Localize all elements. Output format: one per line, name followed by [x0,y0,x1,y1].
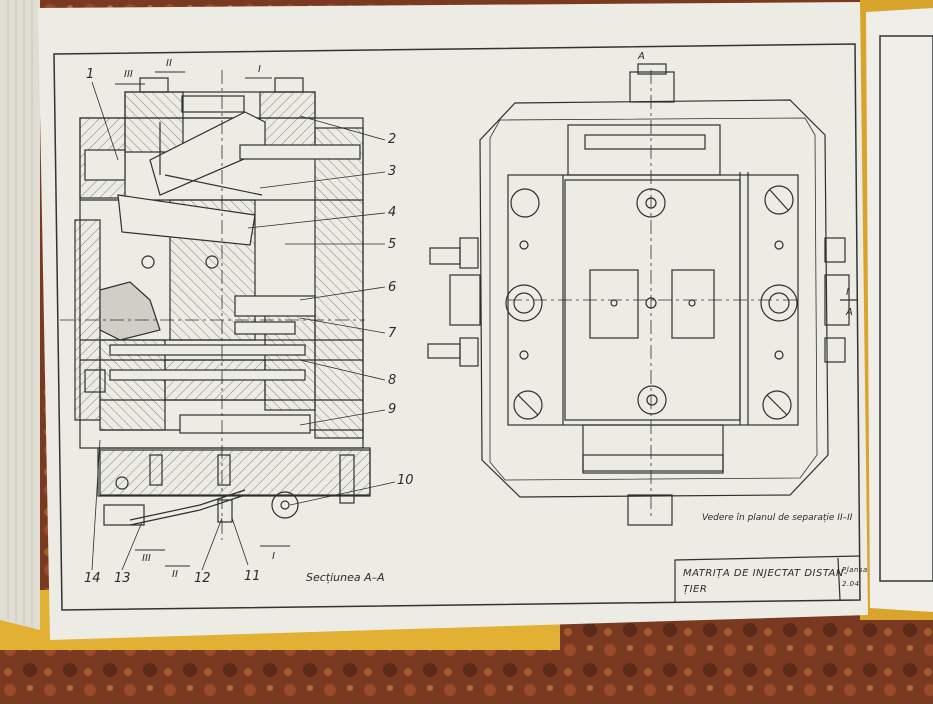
callout-1: 1 [86,67,95,82]
section-mark-bottom-II: II [172,569,178,580]
callout-6: 6 [388,280,397,295]
section-mark-top-III: III [124,69,133,80]
leader-lines [91,81,396,571]
facing-page [866,8,933,612]
section-view [60,70,371,540]
callout-11: 11 [244,569,261,584]
view-caption: Vedere în planul de separație II–II [702,513,853,523]
section-mark-bottom-III: III [142,553,151,564]
section-mark-bottom-I: I [272,551,275,562]
section-mark-top-II: II [166,58,172,69]
title-block-title-line1: MATRIȚA DE INJECTAT DISTAN- [683,568,848,579]
callout-8: 8 [388,373,397,388]
callout-12: 12 [194,571,211,586]
callout-10: 10 [397,473,414,488]
section-mark-right-side-A: A [846,307,853,318]
callout-3: 3 [388,164,397,179]
section-mark-right-side-I: I [846,287,849,298]
section-mark-right-top-A: A [638,51,645,62]
callout-5: 5 [388,237,397,252]
title-block-title-line2: ȚIER [683,584,708,595]
title-block [674,555,861,603]
callout-4: 4 [388,205,397,220]
section-caption: Secțiunea A–A [306,571,385,584]
callout-9: 9 [388,402,397,417]
callout-2: 2 [388,132,397,147]
callout-14: 14 [84,571,101,586]
drawing-frame [53,43,861,611]
title-block-sheet-label: Planșa [842,566,868,574]
page-stack [0,0,40,630]
callout-13: 13 [114,571,131,586]
plan-view [427,63,858,526]
title-block-sheet-number: 2.04 [842,580,860,588]
section-marks [115,71,290,567]
section-mark-top-I: I [258,64,261,75]
callout-7: 7 [388,326,397,341]
